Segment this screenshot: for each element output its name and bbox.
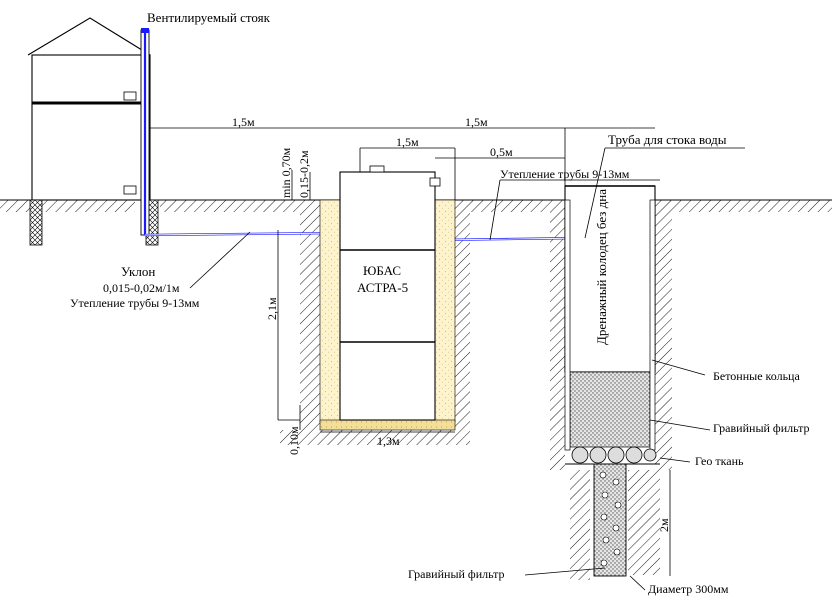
label-pipe-insulation-left: Утепление трубы 9-13мм <box>70 296 200 310</box>
drain-well <box>564 185 660 577</box>
house <box>27 17 159 246</box>
label-geo-fabric: Гео ткань <box>695 454 744 468</box>
dimension-lines <box>150 127 745 591</box>
label-pipe-insulation-right: Утепление трубы 9-13мм <box>500 167 630 181</box>
label-base-thickness: 0,10м <box>287 426 301 455</box>
label-diameter: Диаметр 300мм <box>648 582 729 596</box>
label-tank-name-2: АСТРА-5 <box>357 280 408 295</box>
label-tank-width-top: 1,5м <box>396 135 419 149</box>
label-gravel-filter-bottom: Гравийный фильтр <box>408 567 505 581</box>
label-dist-house-tank: 1,5м <box>232 115 255 129</box>
label-drain-pipe: Труба для стока воды <box>608 132 727 147</box>
label-gravel-filter-right: Гравийный фильтр <box>713 421 810 435</box>
label-drain-well: Дренажный колодец без дна <box>594 189 609 345</box>
label-base-width: 1,3м <box>377 434 400 448</box>
label-dist-tank-well: 1,5м <box>465 115 488 129</box>
label-slope-value: 0,015-0,02м/1м <box>103 281 180 295</box>
label-cover-height: 0,15-0,2м <box>297 150 311 198</box>
label-tank-name-1: ЮБАС <box>363 263 401 278</box>
label-concrete-rings: Бетонные кольца <box>713 369 800 383</box>
filter-column-pebbles <box>599 471 622 567</box>
septic-tank <box>339 165 441 421</box>
geo-fabric-stones <box>565 446 660 465</box>
label-filter-depth: 2м <box>657 518 671 532</box>
soil <box>0 199 832 580</box>
label-slope-title: Уклон <box>121 264 155 279</box>
label-min-depth: min 0,70м <box>279 147 293 198</box>
inlet-pipe <box>144 231 341 237</box>
label-dist-0-5: 0,5м <box>490 145 513 159</box>
label-vent-riser: Вентилируемый стояк <box>147 10 271 25</box>
text-labels: Вентилируемый стояк 1,5м 1,5м 1,5м 0,5м … <box>70 10 810 596</box>
label-depth-total: 2,1м <box>265 297 279 320</box>
vent-riser <box>140 28 150 236</box>
